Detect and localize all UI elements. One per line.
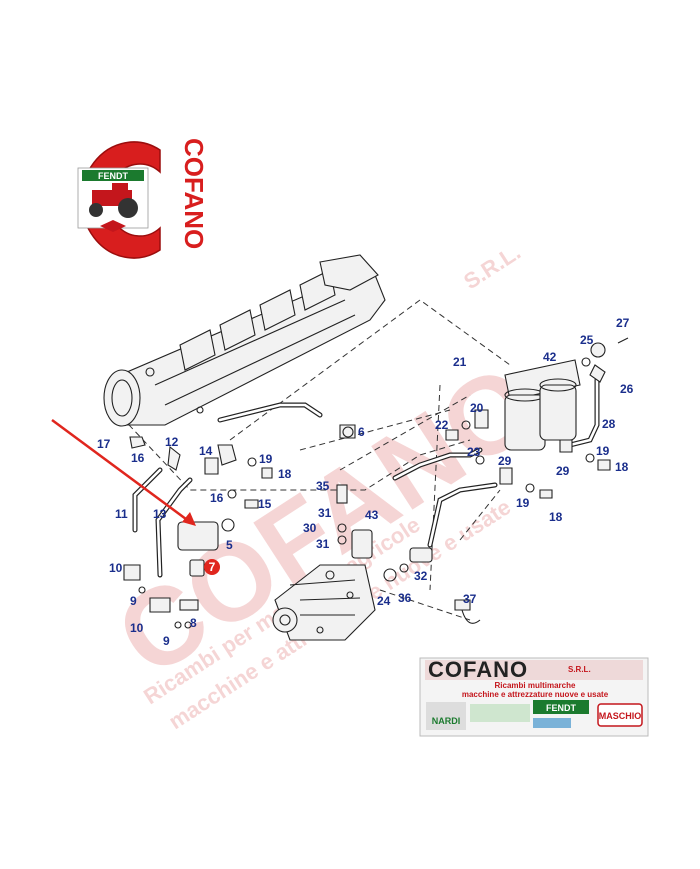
- callout-19a: 19: [259, 452, 273, 466]
- brand-nardi: NARDI: [432, 716, 461, 726]
- callouts: 27 25 42 26 21 20 22 28 6 17 12 14 16 19…: [97, 316, 634, 648]
- logo-fendt-bar: [82, 170, 144, 181]
- callout-27: 27: [616, 316, 630, 330]
- logo-mf-triangle: [100, 220, 126, 232]
- callout-23: 23: [467, 445, 481, 459]
- callout-10a: 10: [109, 561, 123, 575]
- banner-sub2: macchine e attrezzature nuove e usate: [462, 690, 609, 699]
- callout-30: 30: [303, 521, 317, 535]
- banner-sub1: Ricambi multimarche: [495, 681, 576, 690]
- highlighted-part-7[interactable]: 7: [204, 559, 220, 575]
- callout-21: 21: [453, 355, 467, 369]
- highlight-label: 7: [209, 560, 216, 574]
- intake-manifold: [103, 254, 386, 427]
- dashed-leaders: [114, 299, 511, 621]
- callout-26: 26: [620, 382, 634, 396]
- callout-10b: 10: [130, 621, 144, 635]
- callout-9a: 9: [130, 594, 137, 608]
- cofano-logo: C FENDT COFANO: [77, 138, 209, 259]
- callout-37: 37: [463, 592, 477, 606]
- callout-15: 15: [258, 497, 272, 511]
- callout-17: 17: [97, 437, 111, 451]
- injection-pump: [272, 564, 376, 641]
- fuel-filter-assembly: [504, 337, 629, 451]
- callout-18b: 18: [615, 460, 629, 474]
- red-arrow: [51, 418, 196, 526]
- brand-fendt: FENDT: [546, 703, 576, 713]
- callout-43: 43: [365, 508, 379, 522]
- small-components: [123, 357, 611, 629]
- callout-14: 14: [199, 444, 213, 458]
- callout-22: 22: [435, 418, 449, 432]
- banner-title: COFANO: [428, 657, 528, 682]
- callout-19c: 19: [516, 496, 530, 510]
- callout-42: 42: [543, 350, 557, 364]
- callout-19b: 19: [596, 444, 610, 458]
- callout-11: 11: [115, 507, 128, 521]
- callout-24: 24: [377, 594, 391, 608]
- callout-16b: 16: [210, 491, 224, 505]
- banner-brands: NARDI FENDT MASCHIO: [426, 700, 643, 730]
- callout-29a: 29: [498, 454, 512, 468]
- brand-maschio: MASCHIO: [599, 711, 642, 721]
- callout-29b: 29: [556, 464, 570, 478]
- callout-31b: 31: [316, 537, 330, 551]
- callout-8: 8: [190, 616, 197, 630]
- logo-tractor-icon: [89, 183, 138, 218]
- callout-16a: 16: [131, 451, 145, 465]
- callout-6: 6: [358, 425, 365, 439]
- banner-title-suffix: S.R.L.: [568, 665, 591, 674]
- watermark-srl: S.R.L.: [459, 239, 525, 294]
- logo-brand-top: FENDT: [98, 171, 128, 181]
- callout-13: 13: [153, 507, 167, 521]
- callout-9b: 9: [163, 634, 170, 648]
- cofano-banner: COFANO S.R.L. Ricambi multimarche macchi…: [419, 657, 649, 737]
- logo-wordmark: COFANO: [179, 138, 209, 249]
- callout-12: 12: [165, 435, 179, 449]
- callout-32: 32: [414, 569, 428, 583]
- callout-18c: 18: [549, 510, 563, 524]
- callout-20: 20: [470, 401, 484, 415]
- callout-35: 35: [316, 479, 330, 493]
- callout-25: 25: [580, 333, 594, 347]
- callout-28: 28: [602, 417, 616, 431]
- callout-5: 5: [226, 538, 233, 552]
- callout-36: 36: [398, 591, 412, 605]
- callout-31a: 31: [318, 506, 332, 520]
- callout-18a: 18: [278, 467, 292, 481]
